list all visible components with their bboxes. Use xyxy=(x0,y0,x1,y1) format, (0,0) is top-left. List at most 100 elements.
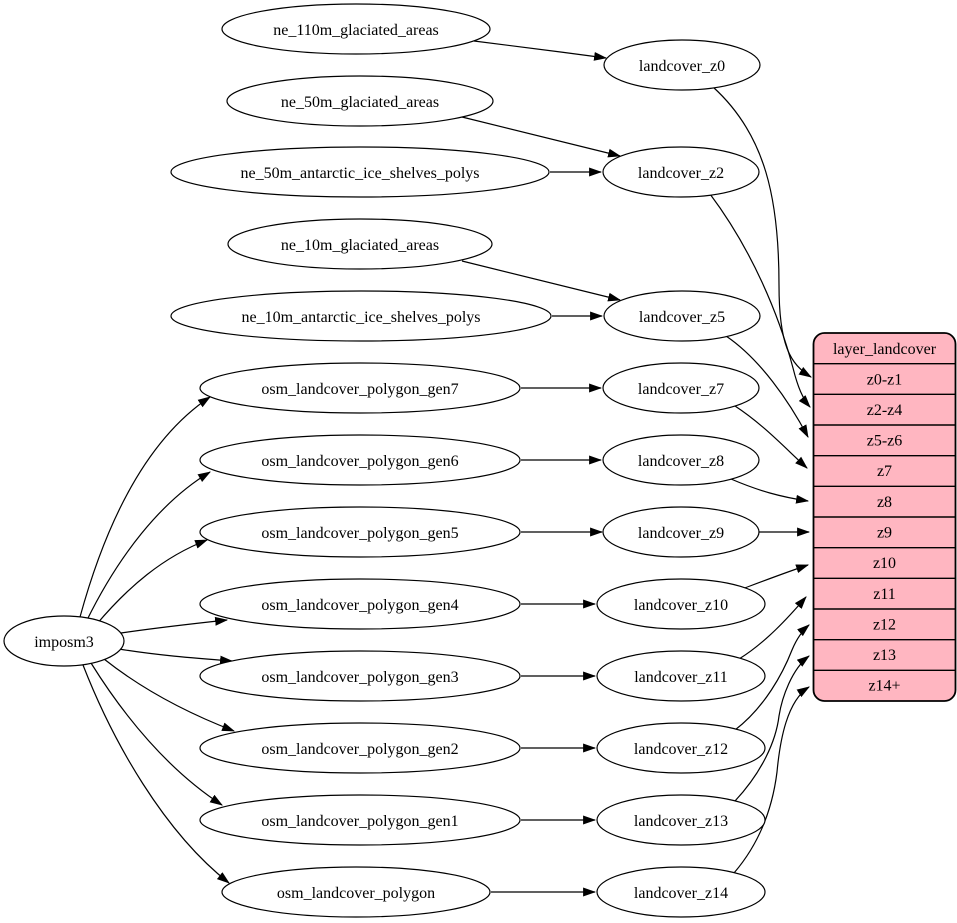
edge-layer xyxy=(79,40,812,897)
edge-landcover_z12-to-row-z12 xyxy=(734,624,810,731)
node-landcover_z13: landcover_z13 xyxy=(596,794,766,846)
node-ellipse xyxy=(199,794,521,846)
node-landcover_z11: landcover_z11 xyxy=(596,650,766,702)
table-row-z0-z1: z0-z1 xyxy=(867,372,903,389)
node-landcover_z7: landcover_z7 xyxy=(602,362,760,414)
node-ellipse xyxy=(596,794,766,846)
node-label: ne_50m_glaciated_areas xyxy=(281,94,439,111)
node-ellipse xyxy=(602,434,760,486)
node-label: osm_landcover_polygon xyxy=(277,885,435,902)
table-row-z7: z7 xyxy=(877,463,892,480)
node-ellipse xyxy=(226,75,494,127)
node-ellipse xyxy=(603,290,761,342)
table-row-z2-z4: z2-z4 xyxy=(867,402,903,419)
node-landcover_z12: landcover_z12 xyxy=(596,722,766,774)
table-row-z12: z12 xyxy=(873,617,896,634)
table-row-z5-z6: z5-z6 xyxy=(867,433,903,450)
node-label: osm_landcover_polygon_gen4 xyxy=(261,597,458,614)
node-osm_landcover_polygon_gen7: osm_landcover_polygon_gen7 xyxy=(199,362,521,414)
edge-ne_10m_glaciated_areas-to-landcover_z5 xyxy=(461,260,622,302)
edge-imposm3-to-osm_landcover_polygon_gen1 xyxy=(90,662,223,806)
edge-imposm3-to-osm_landcover_polygon_gen3 xyxy=(118,648,234,665)
node-label: osm_landcover_polygon_gen6 xyxy=(261,453,458,470)
node-osm_landcover_polygon_gen1: osm_landcover_polygon_gen1 xyxy=(199,794,521,846)
node-ellipse xyxy=(596,650,766,702)
node-label: landcover_z9 xyxy=(638,525,724,542)
edge-imposm3-to-osm_landcover_polygon_gen4 xyxy=(120,616,229,634)
node-ellipse xyxy=(602,362,760,414)
node-landcover_z10: landcover_z10 xyxy=(596,578,766,630)
node-ellipse xyxy=(596,866,766,918)
node-ellipse xyxy=(199,650,521,702)
node-label: landcover_z5 xyxy=(639,309,725,326)
node-label: landcover_z7 xyxy=(638,381,724,398)
node-label: ne_10m_antarctic_ice_shelves_polys xyxy=(241,309,480,326)
node-ellipse xyxy=(596,578,766,630)
node-label: osm_landcover_polygon_gen2 xyxy=(261,741,458,758)
edge-landcover_z8-to-row-z8 xyxy=(730,478,810,504)
node-ellipse xyxy=(602,506,760,558)
edge-imposm3-to-osm_landcover_polygon_gen7 xyxy=(79,396,211,618)
edge-landcover_z7-to-row-z7 xyxy=(734,405,808,469)
node-label: landcover_z10 xyxy=(634,597,728,614)
node-landcover_z2: landcover_z2 xyxy=(602,146,760,198)
node-ellipse xyxy=(199,578,521,630)
table-row-z9: z9 xyxy=(877,525,892,542)
node-imposm3: imposm3 xyxy=(3,615,125,667)
node-landcover_z8: landcover_z8 xyxy=(602,434,760,486)
edge-landcover_z2-to-row-z2-z4 xyxy=(709,193,811,408)
node-ellipse xyxy=(602,146,760,198)
node-label: osm_landcover_polygon_gen1 xyxy=(261,813,458,830)
node-ellipse xyxy=(170,290,552,342)
edge-landcover_z0-to-row-z0-z1 xyxy=(712,86,812,378)
edge-imposm3-to-osm_landcover_polygon_gen2 xyxy=(103,658,236,732)
node-label: osm_landcover_polygon_gen3 xyxy=(261,669,458,686)
node-ellipse xyxy=(221,3,491,55)
node-ellipse xyxy=(227,218,493,270)
node-ellipse xyxy=(3,615,125,667)
node-ellipse xyxy=(199,506,521,558)
node-label: landcover_z2 xyxy=(638,165,724,182)
node-ne_110m_glaciated_areas: ne_110m_glaciated_areas xyxy=(221,3,491,55)
node-label: ne_110m_glaciated_areas xyxy=(273,22,439,39)
edge-landcover_z14-to-row-z14plus xyxy=(733,686,810,874)
edge-landcover_z5-to-row-z5-z6 xyxy=(725,335,809,438)
node-label: landcover_z12 xyxy=(634,741,728,758)
edge-ne_50m_glaciated_areas-to-landcover_z2 xyxy=(461,116,622,158)
node-label: osm_landcover_polygon_gen5 xyxy=(261,525,458,542)
edge-landcover_z13-to-row-z13 xyxy=(734,655,810,802)
node-ellipse xyxy=(596,722,766,774)
node-landcover_z0: landcover_z0 xyxy=(603,39,761,91)
edge-landcover_z11-to-row-z11 xyxy=(738,596,807,660)
node-ellipse xyxy=(170,146,550,198)
edge-imposm3-to-osm_landcover_polygon_gen5 xyxy=(95,539,209,626)
node-ne_10m_glaciated_areas: ne_10m_glaciated_areas xyxy=(227,218,493,270)
node-ellipse xyxy=(603,39,761,91)
node-label: ne_10m_glaciated_areas xyxy=(281,237,439,254)
edge-landcover_z10-to-row-z10 xyxy=(741,564,810,590)
node-ellipse xyxy=(199,722,521,774)
node-label: osm_landcover_polygon_gen7 xyxy=(261,381,458,398)
node-label: ne_50m_antarctic_ice_shelves_polys xyxy=(240,165,479,182)
edge-imposm3-to-osm_landcover_polygon_gen6 xyxy=(86,471,211,621)
table-row-z13: z13 xyxy=(873,647,896,664)
node-osm_landcover_polygon_gen6: osm_landcover_polygon_gen6 xyxy=(199,434,521,486)
node-osm_landcover_polygon: osm_landcover_polygon xyxy=(221,866,491,918)
node-label: landcover_z14 xyxy=(634,885,728,902)
table-row-z11: z11 xyxy=(873,586,896,603)
node-ellipse xyxy=(199,362,521,414)
layer-landcover-table: layer_landcover z0-z1 z2-z4 z5-z6 z7 z8 … xyxy=(812,332,957,702)
table-row-z10: z10 xyxy=(873,555,896,572)
table-title: layer_landcover xyxy=(833,341,937,358)
node-label: imposm3 xyxy=(34,634,94,651)
node-ellipse xyxy=(221,866,491,918)
node-osm_landcover_polygon_gen2: osm_landcover_polygon_gen2 xyxy=(199,722,521,774)
node-label: landcover_z8 xyxy=(638,453,724,470)
edge-ne_110m_glaciated_areas-to-landcover_z0 xyxy=(473,40,608,61)
node-ne_10m_antarctic_ice_shelves_polys: ne_10m_antarctic_ice_shelves_polys xyxy=(170,290,552,342)
edge-imposm3-to-osm_landcover_polygon xyxy=(82,664,230,884)
node-ne_50m_antarctic_ice_shelves_polys: ne_50m_antarctic_ice_shelves_polys xyxy=(170,146,550,198)
node-osm_landcover_polygon_gen4: osm_landcover_polygon_gen4 xyxy=(199,578,521,630)
node-osm_landcover_polygon_gen3: osm_landcover_polygon_gen3 xyxy=(199,650,521,702)
